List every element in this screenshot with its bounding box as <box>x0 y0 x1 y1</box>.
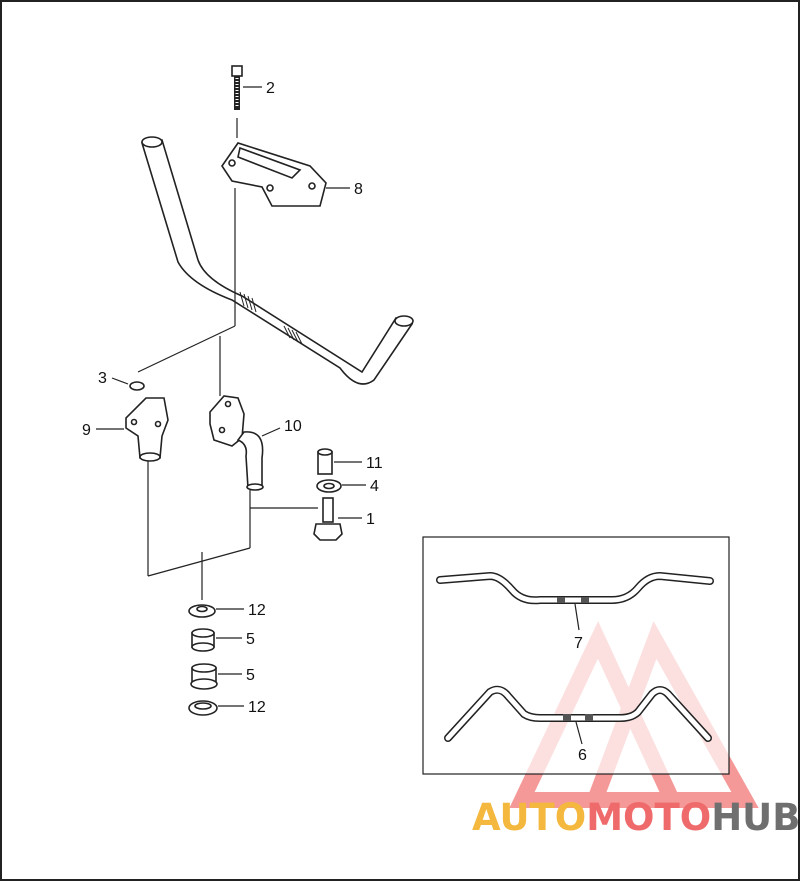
part-handlebar <box>140 136 414 385</box>
callout-7: 7 <box>574 635 583 652</box>
callout-5-top: 5 <box>246 631 255 648</box>
callout-3: 3 <box>98 370 107 387</box>
callout-12-bottom: 12 <box>248 699 266 716</box>
part-handlebar-7 <box>436 571 714 605</box>
part-bushing-5-top <box>191 628 215 652</box>
part-riser-10 <box>209 395 264 491</box>
callout-12-top: 12 <box>248 602 266 619</box>
callout-11: 11 <box>366 455 383 472</box>
inset-box <box>422 536 730 775</box>
callout-5-bottom: 5 <box>246 667 255 684</box>
watermark-text: AUTOMOTOHUB <box>472 796 800 839</box>
callout-8: 8 <box>354 181 363 198</box>
part-washer-4 <box>316 479 342 493</box>
assembly-leader-lines <box>137 118 318 600</box>
part-bushing-11 <box>317 448 333 475</box>
part-handlebar-6 <box>444 685 712 742</box>
watermark-moto: MOTO <box>586 796 711 839</box>
callout-2: 2 <box>266 80 275 97</box>
part-cushion-12-top <box>188 604 216 618</box>
callout-4: 4 <box>370 478 379 495</box>
callout-6: 6 <box>578 747 587 764</box>
part-top-clamp-8 <box>221 142 327 207</box>
watermark-hub: HUB <box>711 796 800 839</box>
watermark-auto: AUTO <box>472 796 586 839</box>
part-bushing-5-bottom <box>190 663 218 690</box>
callout-9: 9 <box>82 422 91 439</box>
callout-1: 1 <box>366 511 375 528</box>
part-bolt-1 <box>313 497 343 541</box>
part-cushion-12-bottom <box>188 700 218 716</box>
callout-10: 10 <box>284 418 302 435</box>
part-washer-3 <box>129 381 145 391</box>
part-riser-9 <box>125 397 169 462</box>
part-bolt-2 <box>231 65 243 110</box>
